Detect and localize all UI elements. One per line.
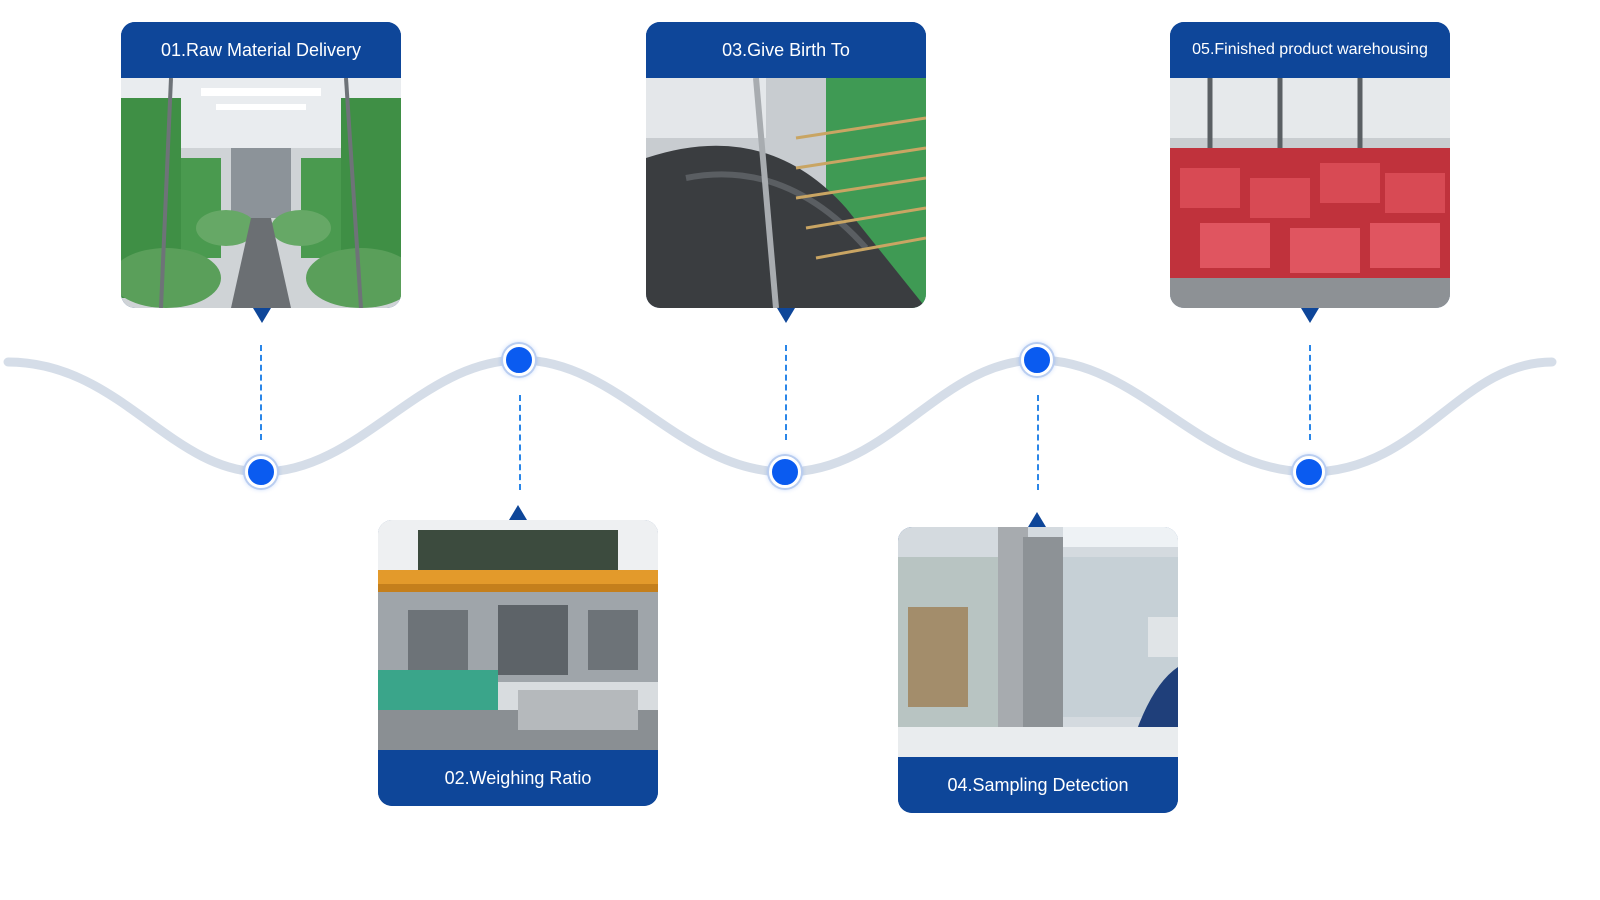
step-label-02: 02.Weighing Ratio (378, 750, 658, 806)
production-line-photo (646, 78, 926, 308)
timeline-node-05 (1293, 456, 1325, 488)
step-label-04: 04.Sampling Detection (898, 757, 1178, 813)
connector-04 (1037, 395, 1039, 490)
step-card-04: 04.Sampling Detection (898, 527, 1178, 813)
pointer-03 (777, 308, 795, 323)
connector-03 (785, 345, 787, 440)
pointer-01 (253, 308, 271, 323)
weighing-plant-photo (378, 520, 658, 750)
step-label-03: 03.Give Birth To (646, 22, 926, 78)
raw-material-warehouse-photo (121, 78, 401, 308)
pointer-05 (1301, 308, 1319, 323)
step-label-01: 01.Raw Material Delivery (121, 22, 401, 78)
connector-05 (1309, 345, 1311, 440)
pointer-04 (1028, 512, 1046, 527)
step-card-05: 05.Finished product warehousing (1170, 22, 1450, 308)
sampling-lab-photo (898, 527, 1178, 757)
step-card-02: 02.Weighing Ratio (378, 520, 658, 806)
connector-02 (519, 395, 521, 490)
connector-01 (260, 345, 262, 440)
pointer-02 (509, 505, 527, 520)
timeline-node-02 (503, 344, 535, 376)
timeline-node-03 (769, 456, 801, 488)
finished-goods-warehouse-photo (1170, 78, 1450, 308)
timeline-node-01 (245, 456, 277, 488)
step-card-03: 03.Give Birth To (646, 22, 926, 308)
step-label-05: 05.Finished product warehousing (1170, 22, 1450, 78)
timeline-node-04 (1021, 344, 1053, 376)
step-card-01: 01.Raw Material Delivery (121, 22, 401, 308)
